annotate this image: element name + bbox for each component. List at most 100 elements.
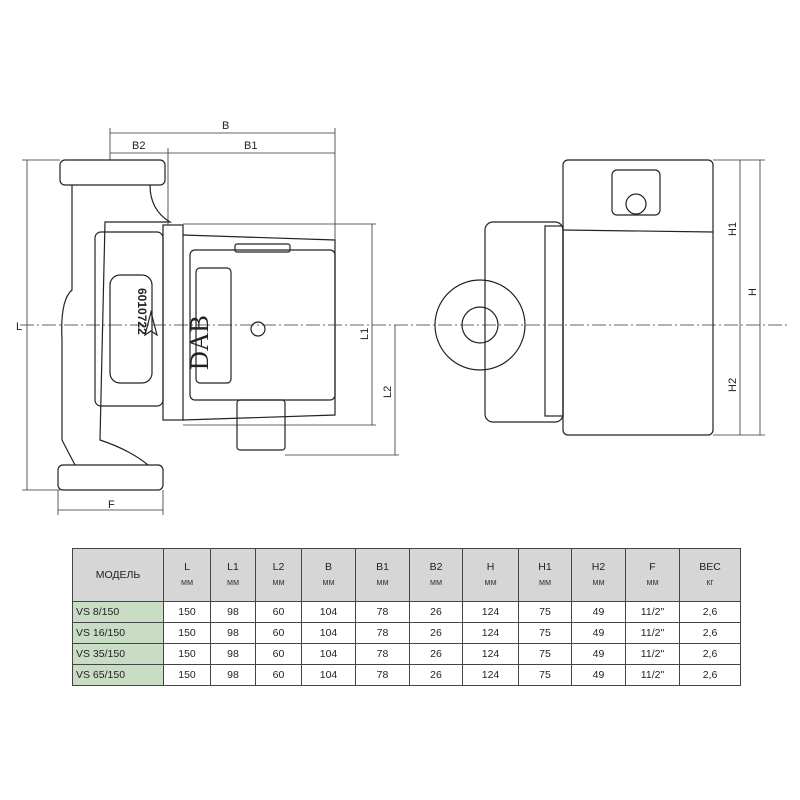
dim-label-H1: H1 bbox=[727, 222, 739, 236]
column-name: МОДЕЛЬ bbox=[95, 568, 141, 581]
value-cell: 60 bbox=[255, 643, 302, 665]
value-cell: 60 bbox=[255, 601, 302, 623]
value-cell: 26 bbox=[409, 622, 463, 644]
column-unit: мм bbox=[180, 577, 194, 587]
dim-label-H2: H2 bbox=[727, 378, 739, 392]
dim-label-H: H bbox=[747, 288, 759, 296]
value-cell: 49 bbox=[571, 622, 626, 644]
value-cell: 78 bbox=[355, 643, 410, 665]
dim-label-F: F bbox=[108, 499, 115, 511]
value-cell: 124 bbox=[462, 664, 519, 686]
column-unit: мм bbox=[646, 577, 659, 587]
value-cell: 2,6 bbox=[679, 664, 741, 686]
column-header: МОДЕЛЬ bbox=[72, 548, 164, 602]
column-unit: мм bbox=[272, 577, 285, 587]
column-unit: мм bbox=[484, 577, 497, 587]
value-cell: 104 bbox=[301, 664, 356, 686]
value-cell: 75 bbox=[518, 664, 572, 686]
value-cell: 78 bbox=[355, 601, 410, 623]
value-cell: 11/2" bbox=[625, 643, 680, 665]
column-name: L1 bbox=[227, 561, 239, 573]
value-cell: 124 bbox=[462, 622, 519, 644]
value-cell: 124 bbox=[462, 643, 519, 665]
value-cell: 98 bbox=[210, 601, 256, 623]
value-cell: 104 bbox=[301, 601, 356, 623]
column-header: ВЕС кг bbox=[679, 548, 741, 602]
column-unit: мм bbox=[429, 577, 443, 587]
value-cell: 75 bbox=[518, 643, 572, 665]
value-cell: 26 bbox=[409, 664, 463, 686]
value-cell: 78 bbox=[355, 622, 410, 644]
model-cell: VS 16/150 bbox=[72, 622, 164, 644]
value-cell: 124 bbox=[462, 601, 519, 623]
value-cell: 2,6 bbox=[679, 622, 741, 644]
value-cell: 75 bbox=[518, 601, 572, 623]
dim-label-B: B bbox=[222, 120, 229, 132]
column-name: B2 bbox=[429, 561, 443, 573]
column-unit: кг bbox=[706, 577, 714, 587]
value-cell: 98 bbox=[210, 664, 256, 686]
value-cell: 26 bbox=[409, 643, 463, 665]
value-cell: 11/2" bbox=[625, 601, 680, 623]
serial-number: 6010722 bbox=[135, 288, 149, 335]
column-name: L bbox=[184, 561, 190, 573]
model-cell: VS 35/150 bbox=[72, 643, 164, 665]
value-cell: 98 bbox=[210, 643, 256, 665]
column-name: H2 bbox=[591, 561, 606, 573]
value-cell: 104 bbox=[301, 643, 356, 665]
column-header: L1 мм bbox=[210, 548, 256, 602]
dim-label-B1: B1 bbox=[244, 140, 257, 152]
column-name: L2 bbox=[272, 561, 285, 573]
column-name: ВЕС bbox=[699, 561, 721, 573]
value-cell: 49 bbox=[571, 643, 626, 665]
value-cell: 78 bbox=[355, 664, 410, 686]
model-cell: VS 8/150 bbox=[72, 601, 164, 623]
value-cell: 49 bbox=[571, 601, 626, 623]
column-unit: мм bbox=[376, 577, 389, 587]
column-header: L2 мм bbox=[255, 548, 302, 602]
pump-drawing: B B2 B1 L F L1 L2 H1 H H2 6010722 DAB bbox=[16, 120, 790, 515]
column-header: B2 мм bbox=[409, 548, 463, 602]
value-cell: 98 bbox=[210, 622, 256, 644]
dim-label-B2: B2 bbox=[132, 140, 145, 152]
brand-logo: DAB bbox=[185, 315, 214, 370]
column-unit: мм bbox=[322, 577, 335, 587]
column-name: H1 bbox=[538, 561, 552, 573]
value-cell: 2,6 bbox=[679, 643, 741, 665]
value-cell: 49 bbox=[571, 664, 626, 686]
column-header: B1 мм bbox=[355, 548, 410, 602]
column-header: H1 мм bbox=[518, 548, 572, 602]
value-cell: 150 bbox=[163, 601, 211, 623]
value-cell: 104 bbox=[301, 622, 356, 644]
value-cell: 11/2" bbox=[625, 622, 680, 644]
dimension-lines bbox=[20, 128, 790, 515]
value-cell: 2,6 bbox=[679, 601, 741, 623]
value-cell: 150 bbox=[163, 622, 211, 644]
column-unit: мм bbox=[226, 577, 240, 587]
dim-label-L2: L2 bbox=[382, 386, 394, 398]
model-cell: VS 65/150 bbox=[72, 664, 164, 686]
column-name: B bbox=[324, 561, 332, 573]
value-cell: 75 bbox=[518, 622, 572, 644]
value-cell: 150 bbox=[163, 664, 211, 686]
column-unit: мм bbox=[538, 577, 552, 587]
dim-label-L: L bbox=[16, 321, 22, 333]
value-cell: 60 bbox=[255, 622, 302, 644]
column-name: F bbox=[649, 561, 656, 573]
value-cell: 26 bbox=[409, 601, 463, 623]
front-view bbox=[434, 159, 714, 436]
value-cell: 150 bbox=[163, 643, 211, 665]
column-name: B1 bbox=[376, 561, 389, 573]
value-cell: 60 bbox=[255, 664, 302, 686]
dim-label-L1: L1 bbox=[359, 328, 371, 340]
